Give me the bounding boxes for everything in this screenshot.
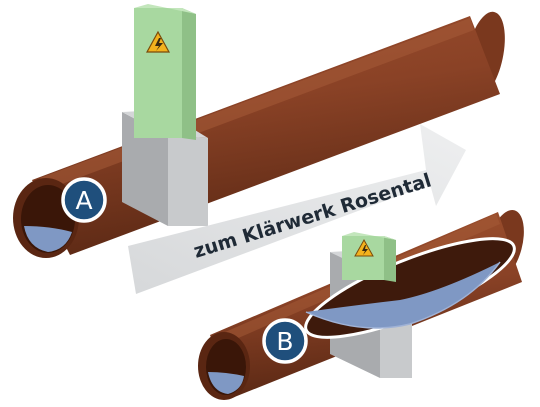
control-panel-a (134, 4, 196, 140)
pipe-b-cutaway (304, 237, 516, 339)
panel-a-front (134, 8, 182, 138)
badge-b: B (262, 318, 308, 364)
pipe-a-water (24, 226, 72, 252)
panel-b-side (384, 236, 396, 282)
badge-a-label: A (75, 186, 92, 215)
high-voltage-icon (354, 238, 374, 257)
water-line (305, 261, 501, 329)
arrow-shape (128, 124, 466, 294)
panel-b-top (342, 232, 396, 240)
control-panel-b (342, 232, 396, 282)
pipe-b-water (306, 262, 500, 328)
badge-a: A (61, 177, 107, 223)
panel-a-side (182, 8, 196, 140)
panel-b-front (342, 236, 384, 280)
badge-a-circle (61, 177, 107, 223)
pipe-b-water-end (208, 372, 244, 394)
collar-a-side (122, 112, 168, 226)
collar-a-front (168, 136, 208, 226)
badge-b-label: B (276, 327, 293, 356)
panel-a-top (134, 4, 196, 14)
high-voltage-icon (145, 30, 171, 53)
badge-b-circle (262, 318, 308, 364)
